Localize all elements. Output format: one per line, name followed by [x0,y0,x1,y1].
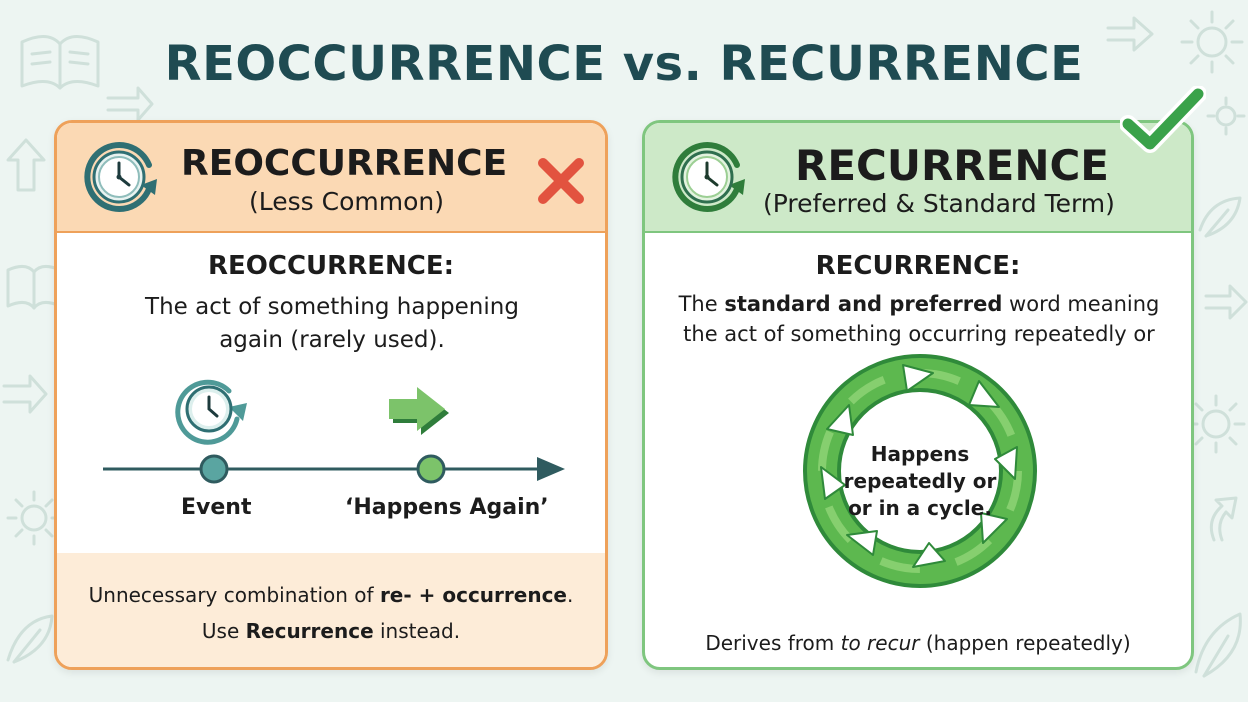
reoccurrence-definition: The act of something happening again (ra… [117,291,547,357]
arrow-icon [2,374,48,414]
reoccurrence-def-title: REOCCURRENCE: [208,251,454,281]
reoccurrence-timeline [103,379,565,484]
arrow-icon [106,86,154,122]
arrow-up-icon [6,138,46,192]
footer-line1-bold: re- + occurrence [379,583,567,607]
footer-line1-text: Unnecessary combination of [88,583,380,607]
cycle-line2: repeatedly or [843,469,997,493]
leaf-icon [1194,612,1242,678]
recurrence-title: RECURRENCE [795,141,1109,190]
reoccurrence-footer: Unnecessary combination of re- + occurre… [57,553,605,667]
arrow-icon [1106,16,1154,52]
cycle-line3: or in a cycle. [848,496,992,520]
arrow-icon [1204,284,1248,320]
gear-icon [1180,10,1244,74]
recurrence-subtitle: (Preferred & Standard Term) [763,189,1115,218]
gear-icon [1186,394,1246,454]
page-title: REOCCURRENCE vs. RECURRENCE [164,36,1084,92]
cycle-line1: Happens [870,442,970,466]
checkmark-icon [1120,86,1206,153]
cycle-caption: Happens repeatedly or or in a cycle. [835,441,1005,522]
timeline-clock-icon [175,379,247,445]
recurrence-card: RECURRENCE (Preferred & Standard Term) R… [642,120,1194,670]
footer-line2-bold: Recurrence [245,619,374,643]
derives-note: Derives from to recur (happen repeatedly… [645,631,1191,655]
leaf-icon [1198,196,1242,238]
book-icon [20,35,100,90]
footer-line2: Use Recurrence instead. [57,619,605,643]
again-marker [416,454,446,484]
derives-end: (happen repeatedly) [919,631,1131,655]
leaf-icon [6,614,54,664]
reoccurrence-card: REOCCURRENCE (Less Common) REOCCURRENCE:… [54,120,608,670]
footer-line2-end: instead. [373,619,461,643]
clock-icon [84,142,157,212]
recurrence-def-start: The [678,292,725,316]
footer-line1-end: . [567,583,574,607]
reoccurrence-def-line1: The act of something happening [145,294,519,320]
derives-start: Derives from [705,631,841,655]
footer-line2-text: Use [201,619,246,643]
recurrence-def-title: RECURRENCE: [815,251,1021,281]
gear-icon [6,490,62,546]
recurrence-def-bold: standard and preferred [724,292,1003,316]
arrow-right-icon [389,387,449,435]
cross-icon [538,158,584,204]
timeline-event-label: Event [181,495,252,520]
reoccurrence-title: REOCCURRENCE [181,143,508,184]
event-marker [199,454,229,484]
reoccurrence-subtitle: (Less Common) [249,187,444,216]
reoccurrence-def-line2: again (rarely used). [219,327,445,353]
cycle-arrows-icon [803,354,1037,588]
derives-term: to recur [840,631,920,655]
timeline-again-label: ‘Happens Again’ [345,495,549,520]
book-icon [6,265,62,310]
clock-icon [672,142,745,212]
recurrence-header: RECURRENCE (Preferred & Standard Term) [645,123,1191,233]
gear-icon [1206,96,1246,136]
reoccurrence-header: REOCCURRENCE (Less Common) [57,123,605,233]
arrow-up-icon [1209,496,1238,542]
footer-line1: Unnecessary combination of re- + occurre… [57,583,605,607]
timeline-arrowhead [537,457,565,481]
